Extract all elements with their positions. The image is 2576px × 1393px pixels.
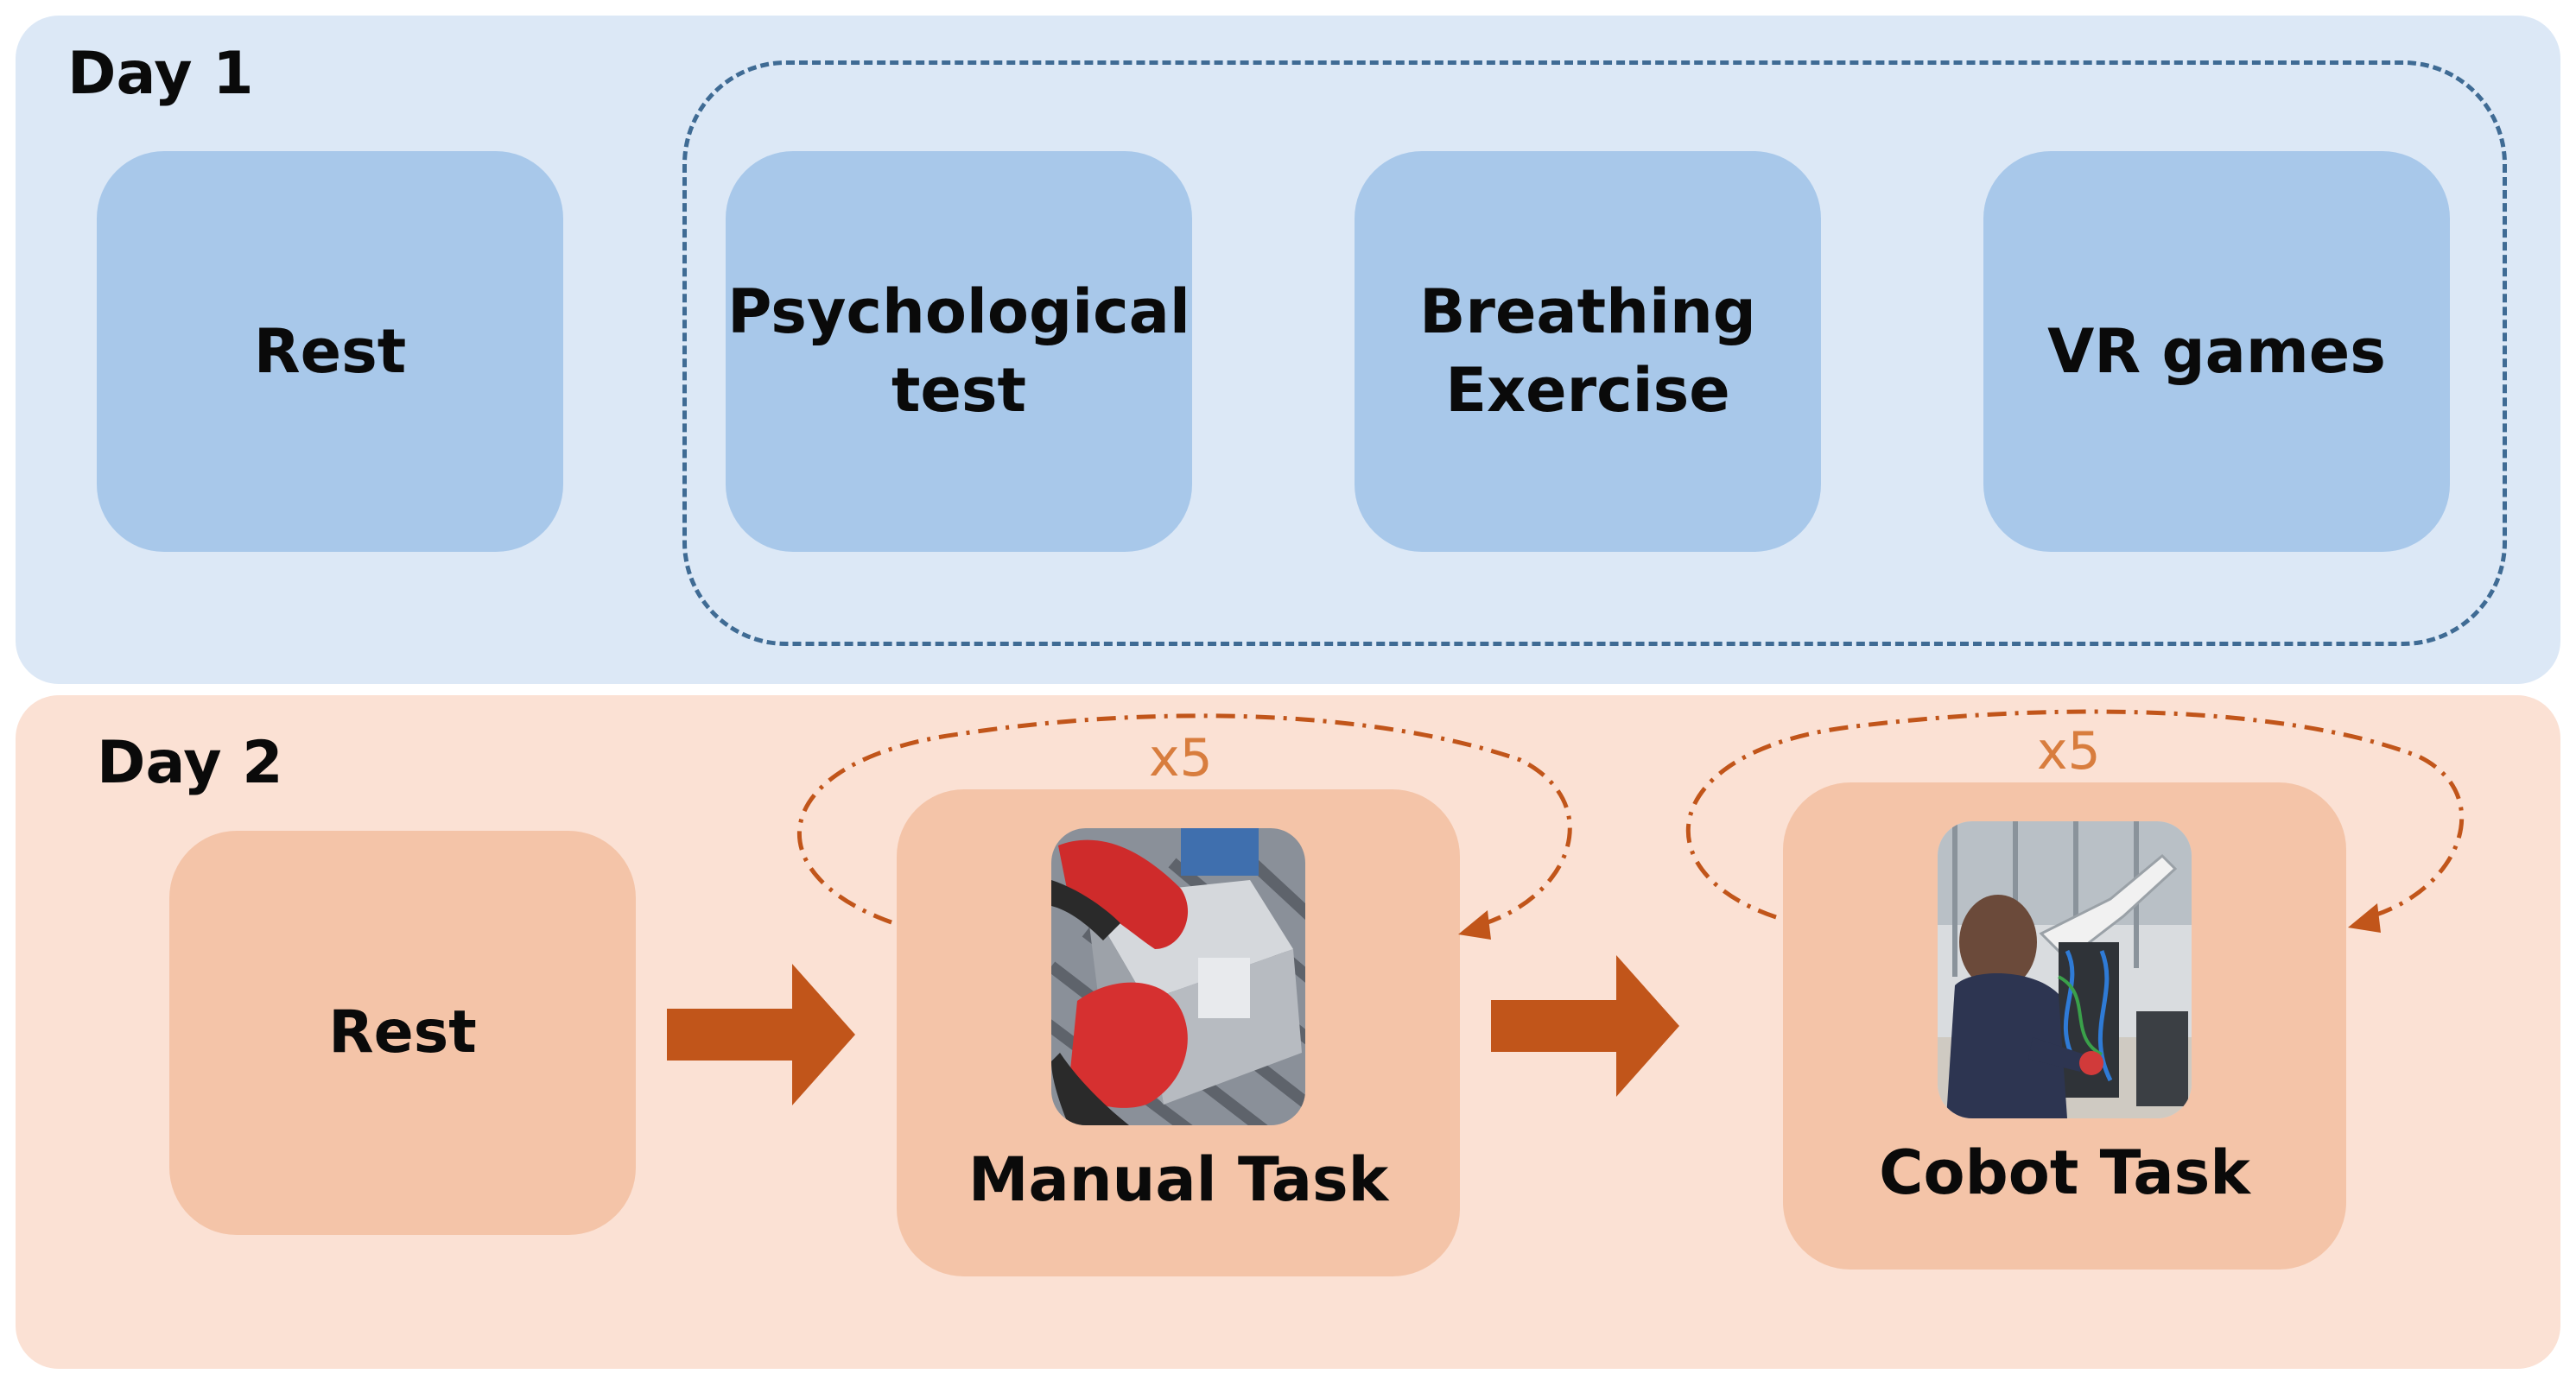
day2-rest-label: Rest: [328, 997, 477, 1067]
cobot-task-photo: [1938, 821, 2192, 1118]
manual-task-box: Manual Task: [897, 789, 1460, 1276]
cobot-task-box: Cobot Task: [1783, 782, 2346, 1270]
cobot-task-image: [1938, 821, 2192, 1118]
day1-rest-box: Rest: [97, 151, 563, 552]
psychological-test-label: Psychological test: [727, 276, 1190, 426]
manual-task-photo: [1051, 828, 1305, 1125]
breathing-exercise-label: Breathing Exercise: [1419, 276, 1756, 426]
cobot-task-label: Cobot Task: [1879, 1137, 2250, 1208]
psychological-test-box: Psychological test: [726, 151, 1192, 552]
cobot-repetition-count: x5: [2037, 721, 2101, 782]
day2-rest-box: Rest: [169, 831, 636, 1235]
day2-title: Day 2: [97, 729, 283, 797]
day1-rest-label: Rest: [253, 315, 407, 387]
rest-to-manual-arrow: [667, 964, 855, 1105]
manual-to-cobot-arrow: [1491, 955, 1679, 1097]
day1-activity-group: [682, 60, 2507, 646]
manual-repetition-count: x5: [1149, 728, 1213, 788]
day1-title: Day 1: [67, 40, 254, 108]
vr-games-box: VR games: [1983, 151, 2450, 552]
vr-games-label: VR games: [2047, 315, 2386, 387]
manual-task-label: Manual Task: [968, 1144, 1389, 1215]
manual-task-image: [1051, 828, 1305, 1125]
breathing-exercise-box: Breathing Exercise: [1355, 151, 1821, 552]
